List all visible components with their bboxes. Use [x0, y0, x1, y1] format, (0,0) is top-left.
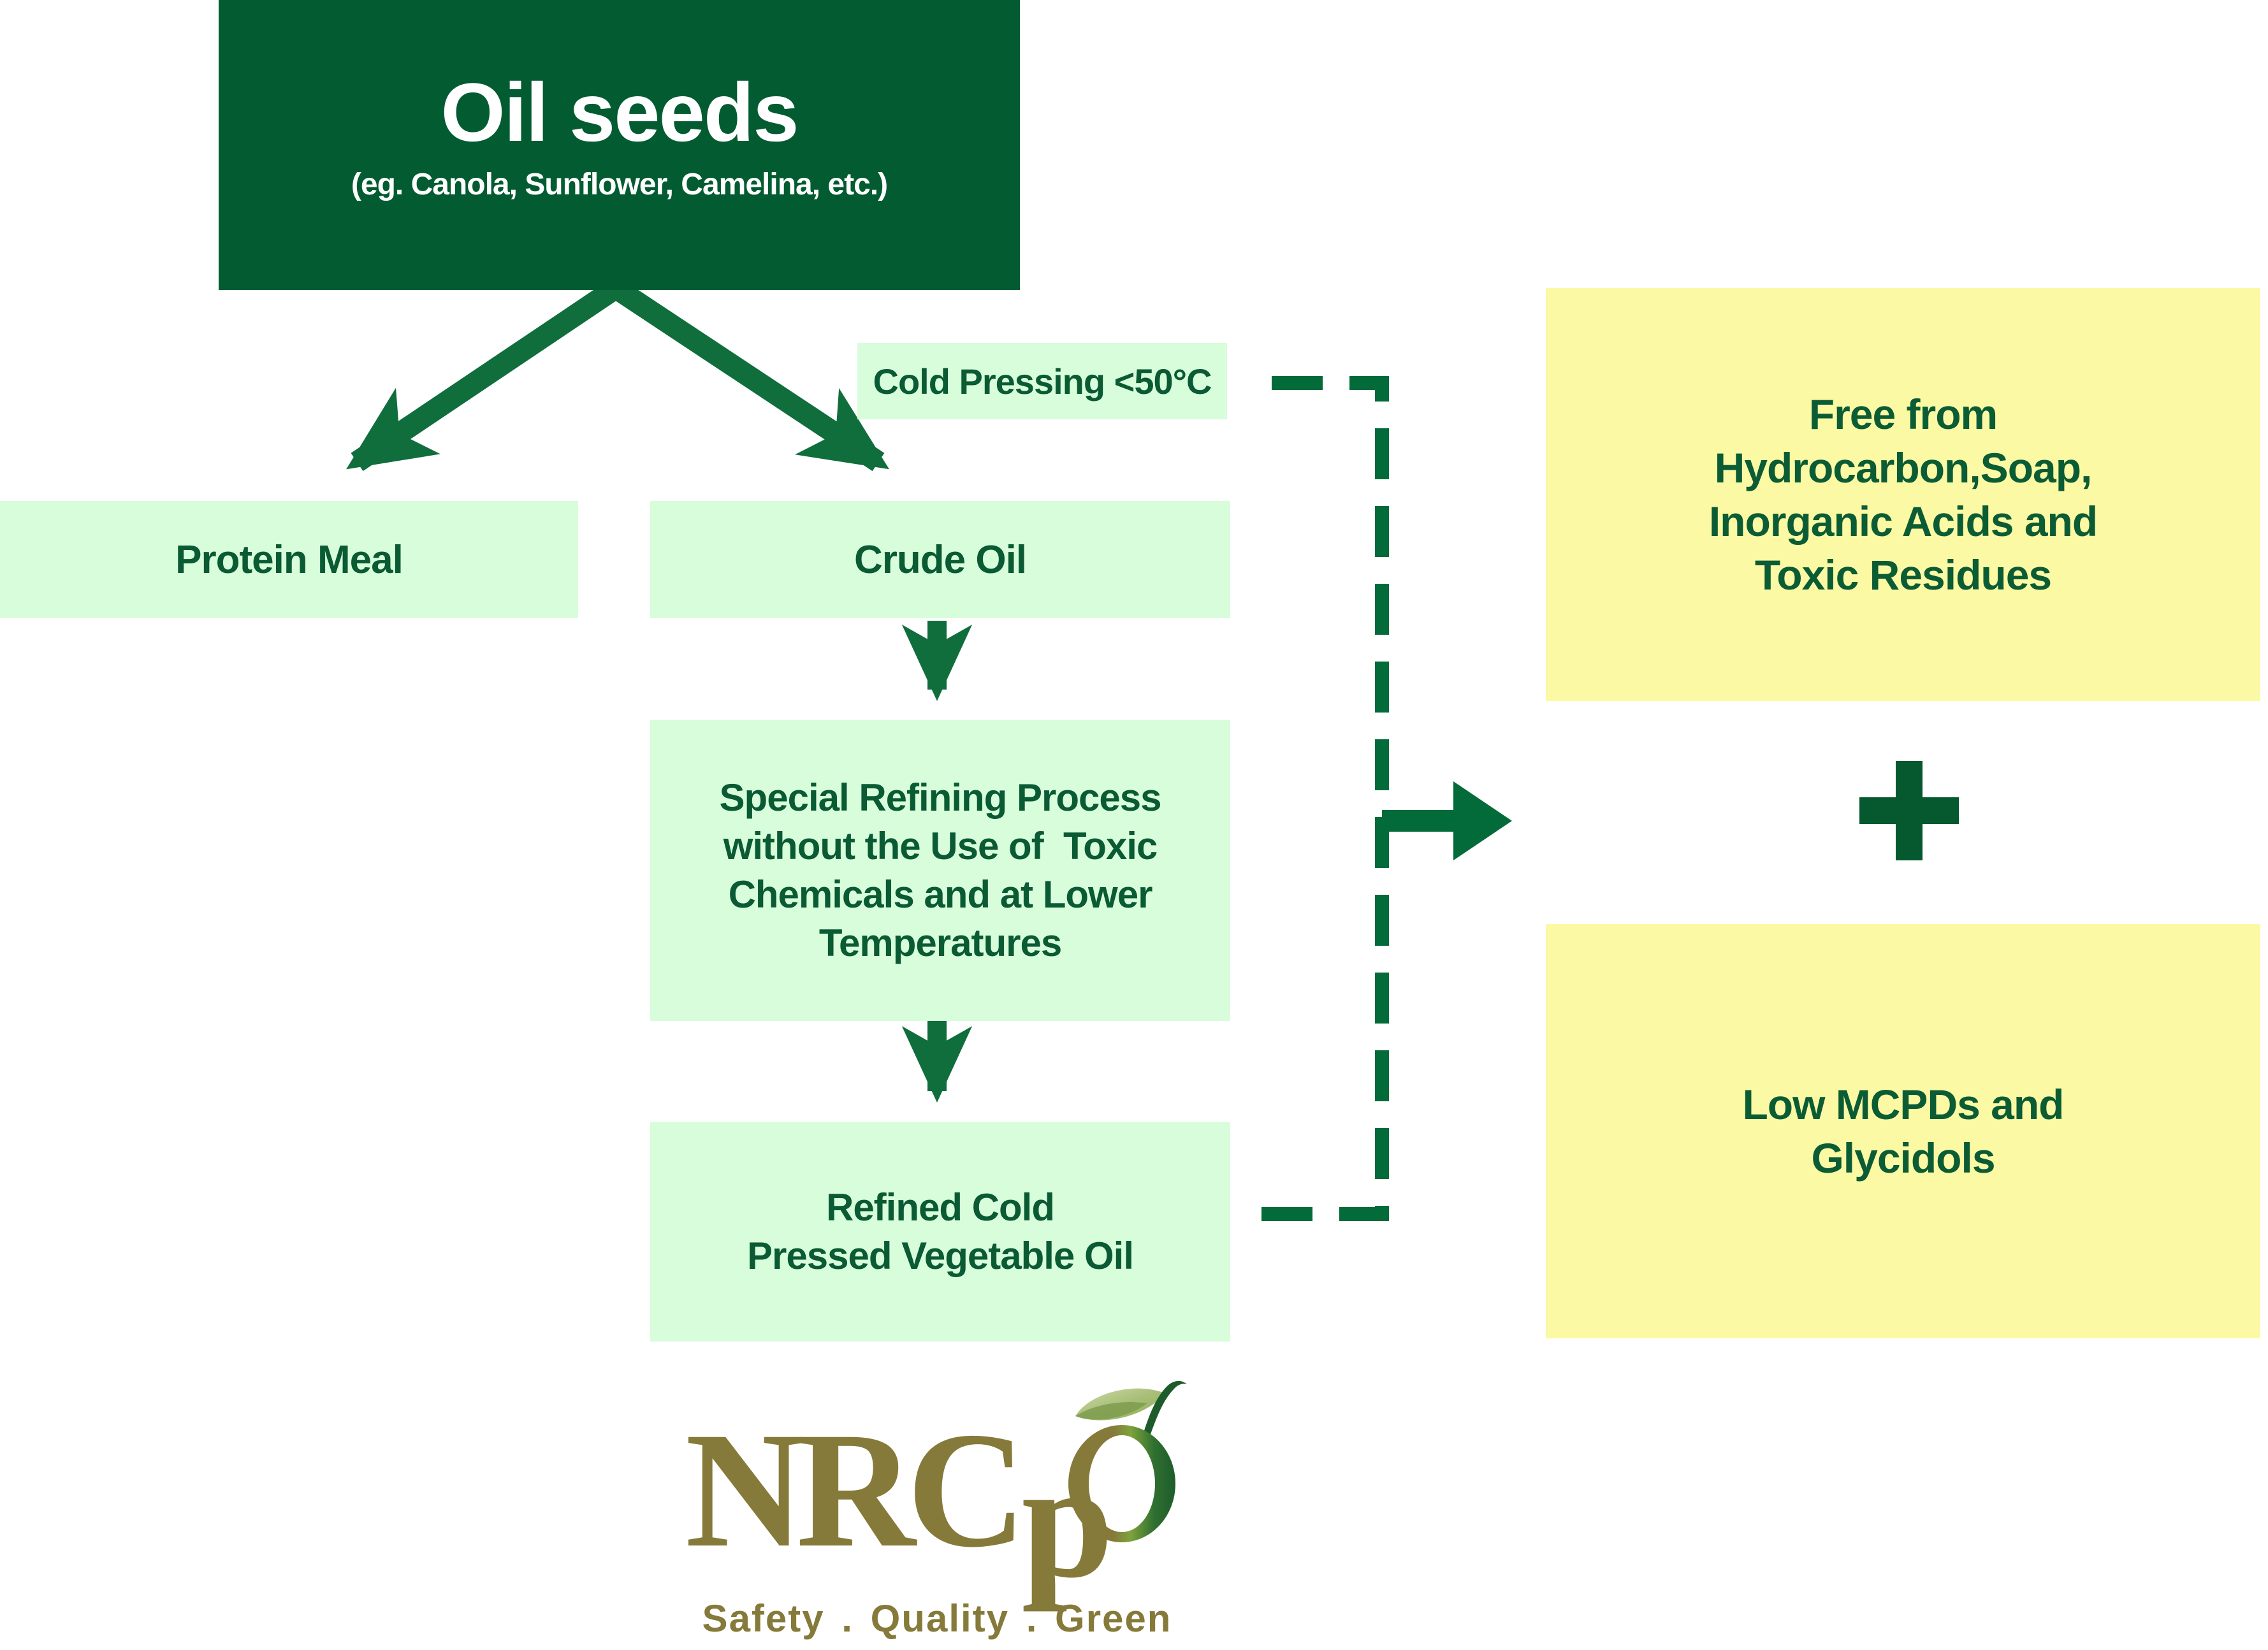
nrcpo-wordmark-caps: NRC	[685, 1398, 1026, 1582]
plus-icon	[1859, 761, 1959, 860]
special-refining-label: Special Refining Process without the Use…	[719, 776, 1162, 964]
oil-seeds-title: Oil seeds	[440, 65, 799, 159]
protein-meal-node: Protein Meal	[0, 501, 578, 618]
result-arrow	[1382, 781, 1512, 860]
olive-o-glyph	[1068, 1425, 1176, 1542]
crude-oil-label: Crude Oil	[854, 537, 1027, 582]
leaf-accent-icon	[1075, 1402, 1147, 1420]
nrcpo-wordmark: NRCp	[685, 1407, 1114, 1603]
split-arrow-right	[609, 279, 890, 472]
protein-meal-label: Protein Meal	[175, 537, 403, 582]
stem-icon	[1142, 1380, 1187, 1439]
crude-oil-node: Crude Oil	[650, 501, 1230, 618]
refined-oil-label: Refined Cold Pressed Vegetable Oil	[747, 1185, 1134, 1277]
dashed-connector	[1259, 376, 1389, 1221]
benefit-free-from-node: Free from Hydrocarbon,Soap, Inorganic Ac…	[1546, 288, 2260, 701]
olive-fruit-icon	[1068, 1380, 1187, 1542]
benefit-low-mcpd-node: Low MCPDs and Glycidols	[1546, 924, 2260, 1338]
cold-pressing-label: Cold Pressing <50°C	[873, 361, 1212, 402]
benefit-low-mcpd-label: Low MCPDs and Glycidols	[1742, 1081, 2064, 1182]
special-refining-node: Special Refining Process without the Use…	[650, 720, 1230, 1021]
benefit-free-from-label: Free from Hydrocarbon,Soap, Inorganic Ac…	[1708, 391, 2098, 598]
nrcpo-logo: NRCp Safety . Quality . Green	[669, 1370, 1218, 1650]
logo-tagline: Safety . Quality . Green	[702, 1597, 1172, 1640]
refined-oil-node: Refined Cold Pressed Vegetable Oil	[650, 1122, 1230, 1342]
oil-seeds-subtitle: (eg. Canola, Sunflower, Camelina, etc.)	[351, 167, 888, 201]
oil-seeds-node: Oil seeds (eg. Canola, Sunflower, Cameli…	[219, 0, 1020, 290]
split-arrow-left	[346, 279, 622, 472]
cold-pressing-label-node: Cold Pressing <50°C	[857, 343, 1227, 419]
